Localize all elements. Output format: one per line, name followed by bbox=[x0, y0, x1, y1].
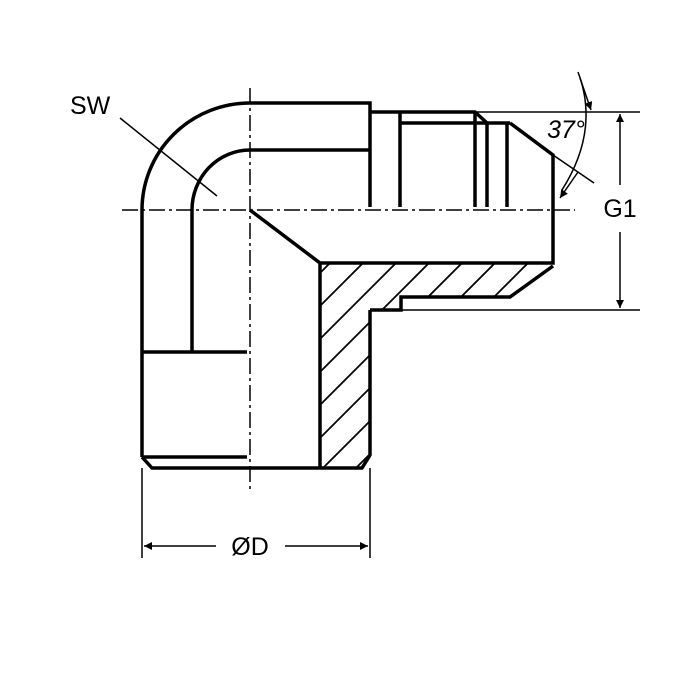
hatch-line bbox=[320, 263, 410, 468]
diameter-label: ØD bbox=[231, 533, 269, 561]
hatch-line bbox=[485, 263, 553, 468]
hatch-line bbox=[585, 250, 700, 470]
hatch-line bbox=[320, 263, 443, 468]
angle-dimension bbox=[552, 71, 595, 199]
outer-elbow-contour bbox=[140, 101, 372, 457]
hatch-line bbox=[551, 263, 553, 468]
bore-step bbox=[370, 264, 555, 312]
thread-dimension bbox=[370, 111, 640, 311]
hatch-line bbox=[320, 263, 476, 468]
center-lines bbox=[122, 88, 575, 490]
bottom-chamfer bbox=[140, 310, 372, 470]
diameter-dimension bbox=[141, 468, 371, 558]
fitting-outline bbox=[140, 101, 555, 470]
thread-label: G1 bbox=[603, 195, 636, 223]
hatch-line bbox=[386, 263, 553, 468]
hatch-line bbox=[320, 263, 344, 468]
hatch-line bbox=[90, 250, 310, 470]
angle-arrow bbox=[559, 171, 579, 199]
angle-label: 37° bbox=[547, 116, 585, 144]
hatch-line bbox=[320, 263, 377, 468]
sw-leader-line bbox=[119, 117, 218, 197]
hatch-line bbox=[618, 250, 700, 470]
hatch-line bbox=[452, 263, 553, 468]
angle-arrow bbox=[579, 77, 593, 111]
hatch-line bbox=[353, 263, 553, 468]
sw-label: SW bbox=[70, 92, 111, 120]
cone-contour bbox=[248, 121, 555, 265]
inner-elbow-contour bbox=[190, 148, 370, 352]
hatch-line bbox=[320, 263, 542, 468]
section-hatching bbox=[90, 250, 700, 470]
hatch-line bbox=[518, 263, 553, 468]
